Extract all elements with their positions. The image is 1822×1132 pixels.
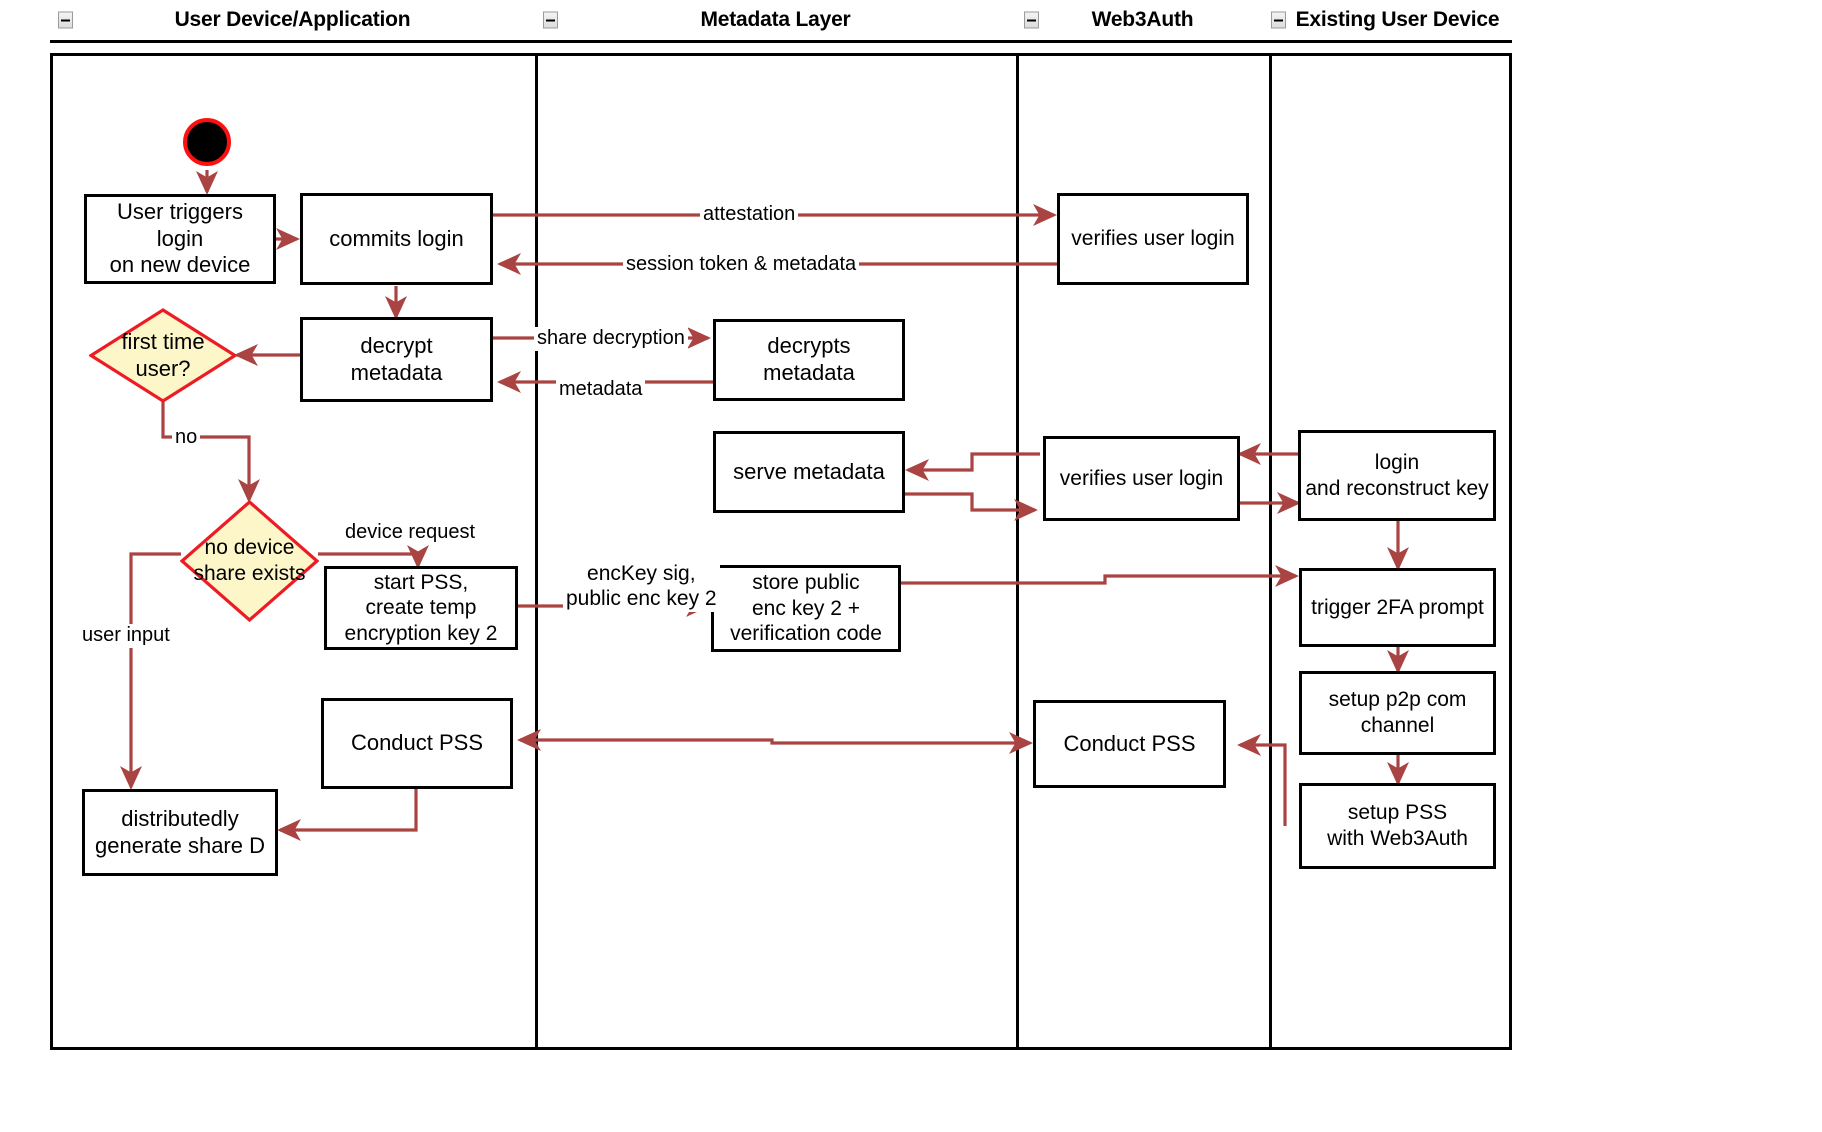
lane-divider-1 — [535, 53, 538, 1050]
node-label: trigger 2FA prompt — [1311, 595, 1484, 619]
node-conduct-pss-web3auth[interactable]: Conduct PSS — [1033, 700, 1226, 788]
lane-divider-2 — [1016, 53, 1019, 1050]
diamond-shape — [89, 308, 237, 403]
lane-header-user-device: User Device/Application — [50, 0, 535, 43]
node-verifies-user-login-2[interactable]: verifies user login — [1043, 436, 1240, 521]
lane-title-existing-device: Existing User Device — [1295, 8, 1500, 31]
node-label: verifies user login — [1059, 466, 1224, 490]
node-label: Conduct PSS — [1063, 730, 1196, 756]
lane-divider-3 — [1269, 53, 1272, 1050]
swimlane-frame — [50, 53, 1512, 1050]
node-label: commits login — [329, 225, 464, 251]
lane-title-metadata-layer: Metadata Layer — [700, 8, 851, 31]
node-trigger-2fa-prompt[interactable]: trigger 2FA prompt — [1299, 568, 1496, 647]
lane-header-metadata-layer: Metadata Layer — [535, 0, 1016, 43]
lane-title-web3auth: Web3Auth — [1091, 8, 1194, 31]
lane-header-web3auth: Web3Auth — [1016, 0, 1269, 43]
edge-label-metadata: metadata — [556, 378, 646, 402]
lane-title-user-device: User Device/Application — [174, 8, 411, 31]
node-label: serve metadata — [733, 458, 885, 484]
node-verifies-user-login-1[interactable]: verifies user login — [1057, 193, 1249, 285]
edge-label-device-request: device request — [342, 521, 479, 545]
collapse-minus-icon[interactable] — [543, 11, 558, 29]
node-commits-login[interactable]: commits login — [300, 193, 493, 285]
edge-label-session-token: session token & metadata — [623, 253, 860, 277]
edge-label-share-decryption: share decryption — [534, 327, 688, 351]
node-serve-metadata[interactable]: serve metadata — [713, 431, 905, 513]
edge-label-enc-key-sig: encKey sig,public enc key 2 — [563, 562, 720, 612]
collapse-minus-icon[interactable] — [1271, 11, 1286, 29]
collapse-minus-icon[interactable] — [58, 11, 73, 29]
collapse-minus-icon[interactable] — [1024, 11, 1039, 29]
edge-label-no: no — [172, 426, 201, 450]
lane-header-existing-device: Existing User Device — [1269, 0, 1512, 43]
edge-label-attestation: attestation — [700, 203, 799, 227]
diamond-shape — [180, 500, 319, 622]
node-label: verifies user login — [1071, 227, 1235, 251]
edge-label-user-input: user input — [79, 624, 173, 648]
node-label: Conduct PSS — [350, 730, 484, 756]
node-conduct-pss-user[interactable]: Conduct PSS — [321, 698, 513, 789]
start-node — [183, 118, 231, 166]
